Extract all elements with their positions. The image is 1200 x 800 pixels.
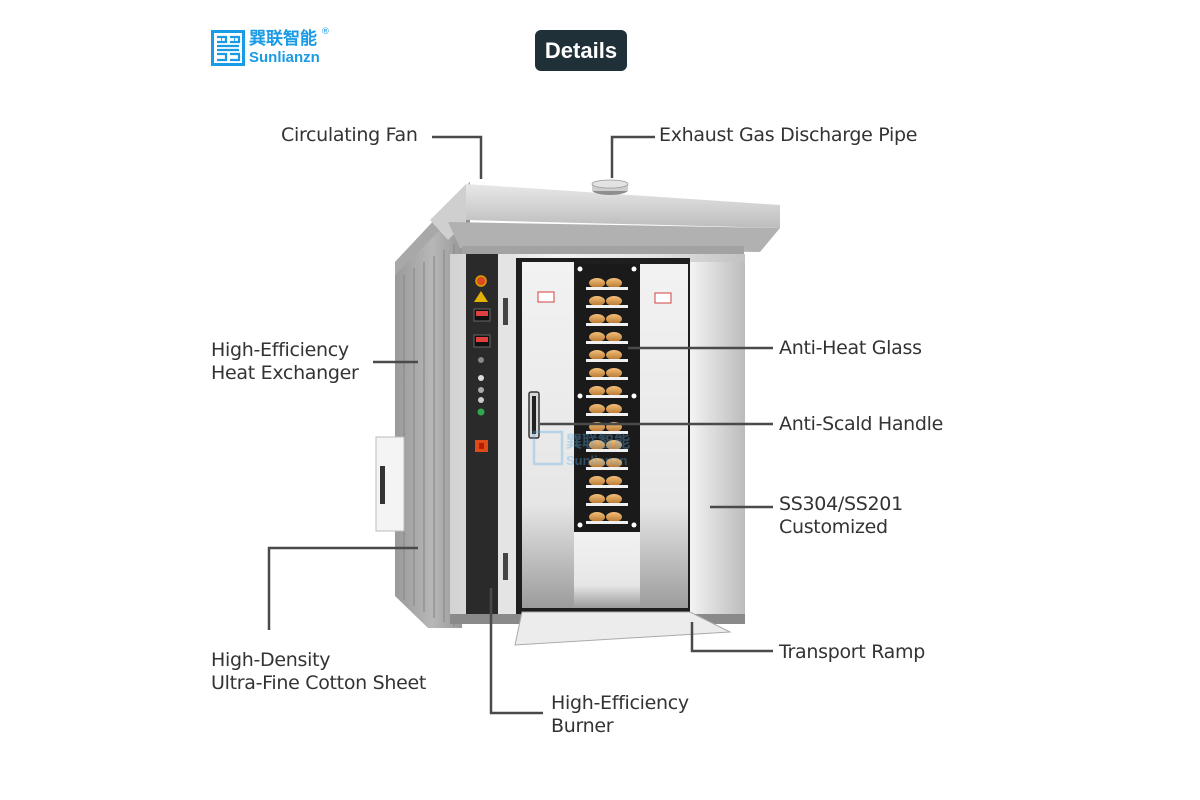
rack-shelf xyxy=(586,377,628,380)
bread-loaf xyxy=(589,512,605,522)
watermark: 巽联智能 Sunlianzn xyxy=(532,430,630,468)
callout-exhaust-pipe: Exhaust Gas Discharge Pipe xyxy=(659,124,918,146)
leader-exhaust xyxy=(610,135,655,178)
bread-loaf xyxy=(606,494,622,504)
leader-lines xyxy=(267,135,773,715)
callout-stainless-steel-line1: SS304/SS201 xyxy=(779,493,903,515)
callout-anti-scald-handle: Anti-Scald Handle xyxy=(779,413,944,435)
rack-shelf xyxy=(586,449,628,452)
rack-shelf xyxy=(586,485,628,488)
brand-name-en: Sunlianzn xyxy=(249,49,320,66)
rack-shelf xyxy=(586,413,628,416)
registered-mark: ® xyxy=(320,27,330,37)
callout-heat-exchanger: High-Efficiency Heat Exchanger xyxy=(211,339,359,385)
bread-loaf xyxy=(589,386,605,396)
rack-shelf xyxy=(586,395,628,398)
rack-shelf xyxy=(586,503,628,506)
bread-loaf xyxy=(589,458,605,468)
leader-burner xyxy=(489,588,543,715)
bread-loaf xyxy=(589,476,605,486)
rack-shelf xyxy=(586,467,628,470)
callout-cotton-sheet-line1: High-Density xyxy=(211,649,331,671)
bread-loaf xyxy=(589,350,605,360)
callout-burner: High-Efficiency Burner xyxy=(551,692,689,738)
callout-heat-exchanger-line1: High-Efficiency xyxy=(211,339,349,361)
callout-stainless-steel: SS304/SS201 Customized xyxy=(779,493,903,539)
bread-loaf xyxy=(606,350,622,360)
brand-name-cn: 巽联智能® xyxy=(249,28,330,49)
bread-loaf xyxy=(589,494,605,504)
bread-loaf xyxy=(606,332,622,342)
oven-door xyxy=(516,258,690,614)
bread-loaf xyxy=(589,404,605,414)
callout-burner-line2: Burner xyxy=(551,715,614,737)
callout-stainless-steel-line2: Customized xyxy=(779,516,888,538)
emergency-stop-icon xyxy=(475,275,487,287)
oven-right-column xyxy=(690,262,745,616)
callout-cotton-sheet: High-Density Ultra-Fine Cotton Sheet xyxy=(211,649,426,695)
transport-ramp xyxy=(514,611,732,646)
bread-loaf xyxy=(589,314,605,324)
rack-shelf xyxy=(586,359,628,362)
bread-loaf xyxy=(589,368,605,378)
leader-fan xyxy=(432,135,483,179)
watermark-en: Sunlianzn xyxy=(566,453,627,468)
watermark-cn: 巽联智能 xyxy=(566,432,630,451)
brand-name-cn-text: 巽联智能 xyxy=(249,29,317,49)
bread-loaf xyxy=(606,404,622,414)
anti-heat-glass-window xyxy=(586,278,628,524)
bread-loaf xyxy=(606,458,622,468)
rack-shelf xyxy=(586,341,628,344)
callout-transport-ramp: Transport Ramp xyxy=(779,641,925,663)
control-panel xyxy=(466,254,498,624)
bread-loaf xyxy=(589,296,605,306)
bread-loaf xyxy=(589,332,605,342)
oven-top-hood xyxy=(430,184,780,254)
bread-loaf xyxy=(606,278,622,288)
callout-heat-exchanger-line2: Heat Exchanger xyxy=(211,362,359,384)
callout-anti-heat-glass: Anti-Heat Glass xyxy=(779,337,922,359)
leader-cotton xyxy=(267,546,418,630)
bread-loaf xyxy=(606,476,622,486)
rack-shelf xyxy=(586,287,628,290)
bread-loaf xyxy=(606,440,622,450)
brand-logo: 巽联智能® Sunlianzn xyxy=(211,28,330,68)
rack-shelf xyxy=(586,521,628,524)
brand-logo-icon xyxy=(211,30,245,66)
bread-loaf xyxy=(589,278,605,288)
bread-loaf xyxy=(589,440,605,450)
callout-cotton-sheet-line2: Ultra-Fine Cotton Sheet xyxy=(211,672,427,694)
callout-burner-line1: High-Efficiency xyxy=(551,692,689,714)
warning-triangle-icon xyxy=(474,291,488,302)
rack-shelf xyxy=(586,323,628,326)
bread-loaf xyxy=(606,386,622,396)
bread-loaf xyxy=(606,512,622,522)
rack-shelf xyxy=(586,305,628,308)
bread-loaf xyxy=(606,314,622,324)
callout-circulating-fan: Circulating Fan xyxy=(281,124,418,146)
leader-ramp xyxy=(690,622,773,653)
details-badge: Details xyxy=(535,30,627,71)
bread-loaf xyxy=(606,368,622,378)
rack-shelf xyxy=(586,431,628,434)
bread-loaf xyxy=(606,296,622,306)
exhaust-pipe xyxy=(591,179,629,195)
